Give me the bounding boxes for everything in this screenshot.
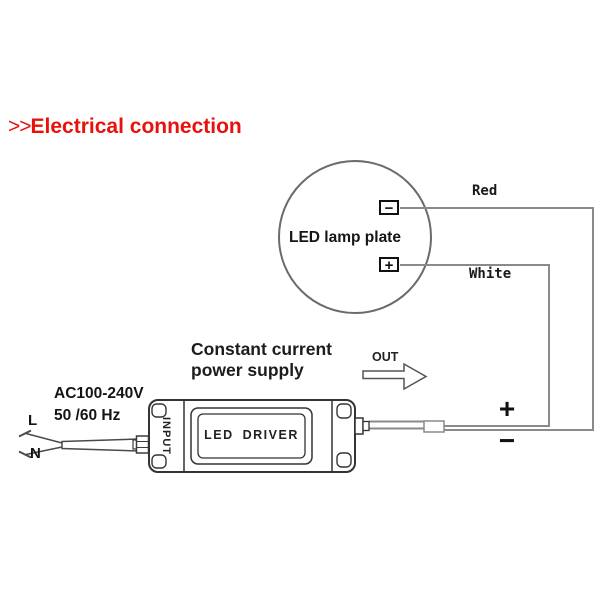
white-wire-label: White xyxy=(469,266,512,282)
lamp-plus-terminal: + xyxy=(379,257,399,273)
white-wire xyxy=(400,264,550,427)
out-arrow-label: OUT xyxy=(372,350,399,364)
lamp-plate-circle xyxy=(278,160,432,314)
live-label: L xyxy=(28,412,38,429)
driver-output-nub xyxy=(354,417,364,435)
driver-input-side-label: INPUT xyxy=(160,417,172,455)
neutral-lead-wire xyxy=(25,446,63,456)
lamp-plate-label: LED lamp plate xyxy=(289,229,401,246)
driver-clip xyxy=(151,403,167,418)
red-wire xyxy=(400,207,594,431)
neutral-lead-tip xyxy=(18,450,32,459)
output-plus-sign: + xyxy=(498,393,516,424)
live-lead-wire xyxy=(25,432,63,444)
live-lead-tip xyxy=(18,429,32,438)
output-minus-sign: − xyxy=(498,425,516,456)
out-arrow-icon xyxy=(362,362,428,391)
driver-device-label: LED DRIVER xyxy=(204,428,299,442)
psu-caption: Constant current power supply xyxy=(191,339,332,380)
page-title: >>Electrical connection xyxy=(8,115,242,139)
red-wire-label: Red xyxy=(472,183,498,199)
title-text: Electrical connection xyxy=(30,115,242,138)
input-cable xyxy=(61,438,139,452)
psu-caption-line2: power supply xyxy=(191,359,304,380)
mains-frequency-label: 50 /60 Hz xyxy=(54,407,121,424)
driver-clip xyxy=(151,454,167,469)
driver-output-stub xyxy=(362,420,370,432)
driver-clip xyxy=(336,452,352,468)
title-chevrons: >> xyxy=(8,115,32,138)
mains-voltage-label: AC100-240V xyxy=(54,385,144,402)
neutral-label: N xyxy=(30,445,41,462)
psu-caption-line1: Constant current xyxy=(191,339,332,359)
output-cable-connector xyxy=(423,420,445,433)
lamp-minus-terminal: − xyxy=(379,200,399,216)
driver-panel-inner xyxy=(197,413,306,459)
driver-clip xyxy=(336,403,352,419)
input-connector xyxy=(135,435,150,454)
